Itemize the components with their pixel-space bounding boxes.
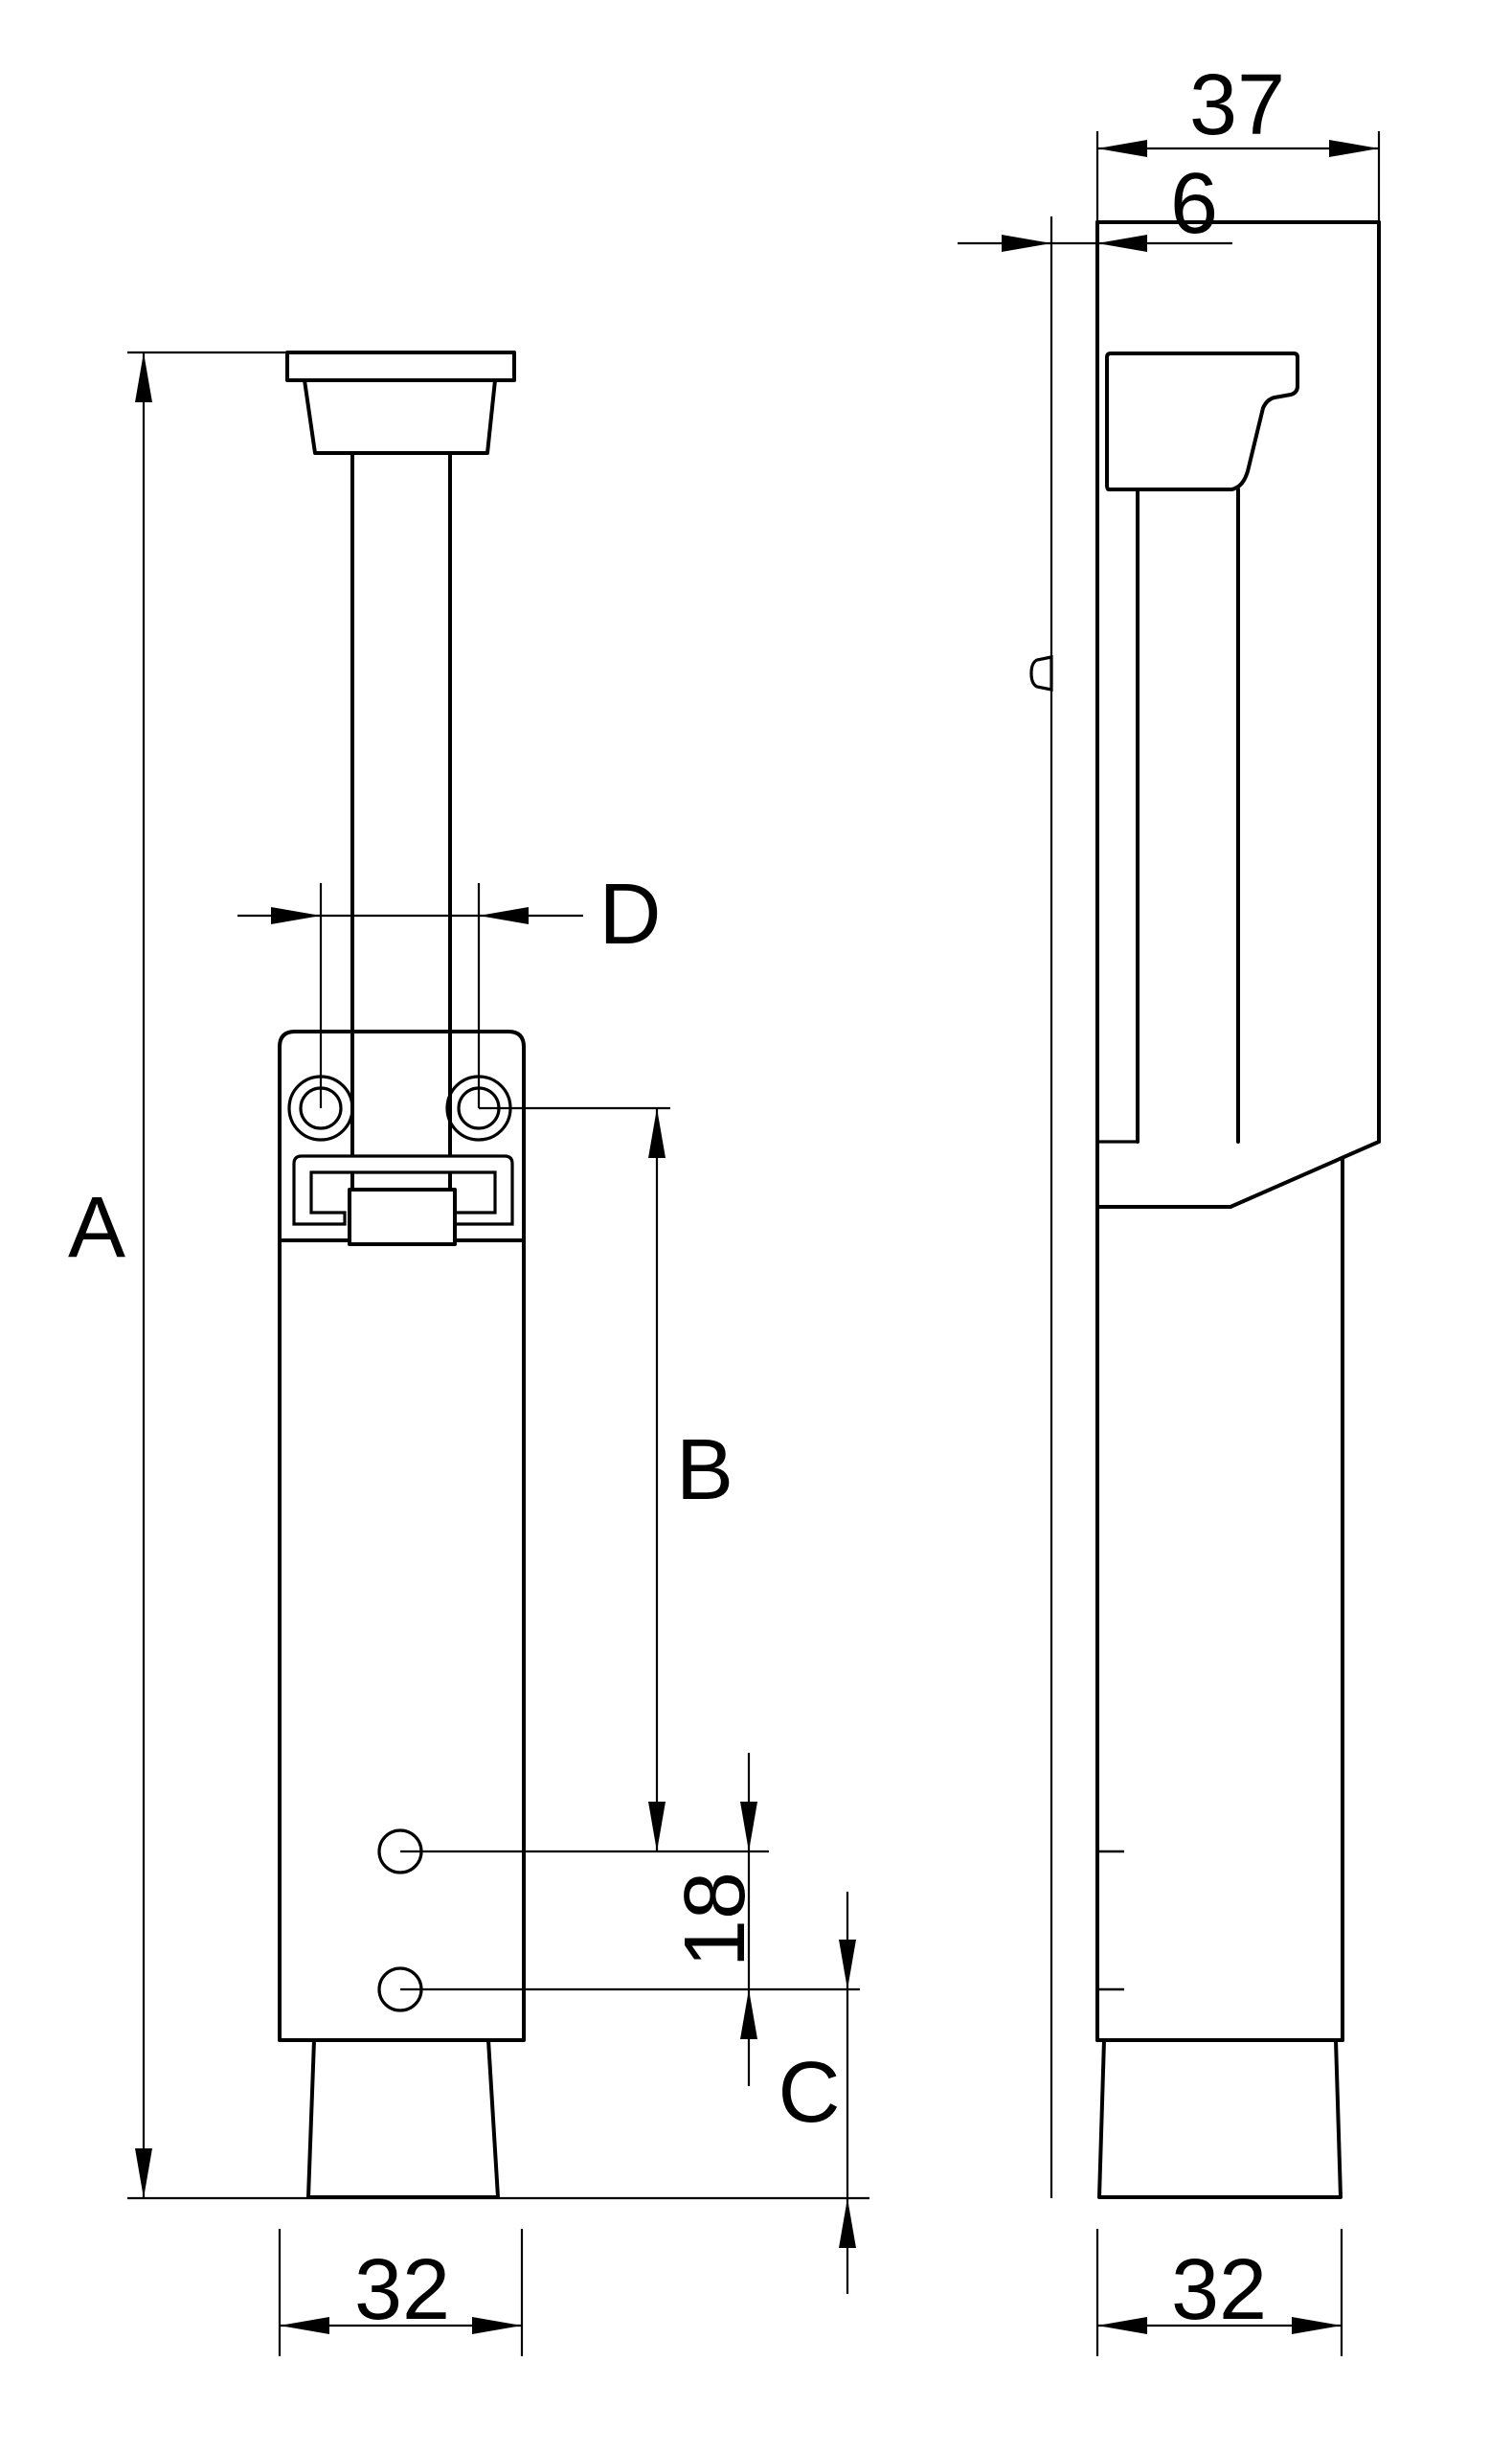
- dim-label-lower-hole-spacing: 18: [667, 1872, 763, 1967]
- front-spring-clip: [292, 1154, 514, 1226]
- dim-label-lower-hole-to-bottom: C: [779, 2045, 841, 2141]
- side-flap-chamfer: [1229, 1140, 1381, 1209]
- dimension-overall-height: A: [68, 351, 869, 2200]
- arrow-down-icon: [740, 1802, 757, 1851]
- dim-label-hole-to-hole: B: [676, 1422, 733, 1518]
- dimension-lower-hole-spacing: 18: [400, 1753, 860, 2086]
- arrow-right-icon: [1002, 235, 1051, 252]
- dim-label-top-hole-spacing: D: [599, 867, 662, 963]
- front-cap-cone: [303, 378, 497, 455]
- arrow-left-icon: [280, 2317, 329, 2334]
- arrow-down-icon: [839, 1940, 856, 1989]
- side-foot-pedal: [1097, 2038, 1343, 2199]
- front-foot-pedal: [306, 2038, 500, 2199]
- side-view: [1029, 216, 1381, 2199]
- arrow-left-icon: [1097, 140, 1147, 157]
- dimension-side-width: 32: [1095, 2229, 1343, 2356]
- arrow-right-icon: [1292, 2317, 1342, 2334]
- side-pivot-pin: [1029, 655, 1053, 692]
- dimension-lower-hole-to-bottom: C: [779, 1892, 856, 2294]
- dimension-plate-offset: 6: [958, 156, 1232, 252]
- arrow-up-icon: [648, 1108, 666, 1158]
- arrow-up-icon: [135, 352, 152, 402]
- dimension-hole-to-hole: B: [400, 1106, 769, 1853]
- arrow-down-icon: [648, 1802, 666, 1851]
- arrow-left-icon: [479, 907, 529, 924]
- front-cap-flange: [285, 351, 516, 382]
- dim-label-front-width: 32: [354, 2242, 450, 2338]
- dim-label-side-width: 32: [1171, 2242, 1267, 2338]
- dimension-side-projection: 37: [1095, 57, 1381, 222]
- front-view: [278, 351, 526, 2199]
- arrow-up-icon: [740, 1989, 757, 2039]
- arrow-right-icon: [271, 907, 321, 924]
- arrow-right-icon: [1329, 140, 1379, 157]
- arrow-right-icon: [472, 2317, 522, 2334]
- front-guide-block: [348, 1188, 457, 1246]
- front-body-outline: [278, 1030, 526, 2042]
- dimension-front-width: 32: [278, 2229, 524, 2356]
- dimension-top-hole-spacing: D: [237, 867, 662, 1108]
- arrow-up-icon: [839, 2198, 856, 2248]
- side-cap-profile: [1105, 352, 1299, 491]
- arrow-left-icon: [1097, 2317, 1147, 2334]
- arrow-down-icon: [135, 2148, 152, 2198]
- dim-label-side-projection: 37: [1189, 57, 1285, 153]
- dim-label-overall-height: A: [68, 1180, 125, 1276]
- dim-label-plate-offset: 6: [1170, 156, 1218, 252]
- arrow-left-icon: [1097, 235, 1147, 252]
